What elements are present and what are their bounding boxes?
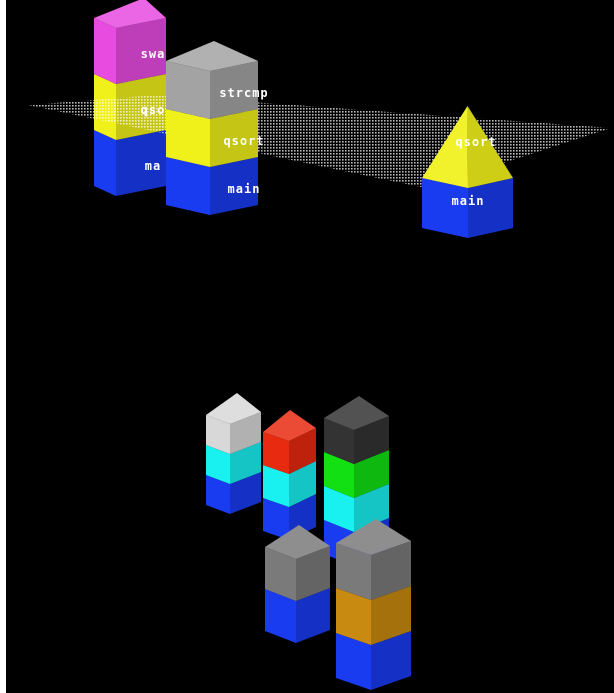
stack-gray-right[interactable] xyxy=(336,519,411,690)
stack-red[interactable] xyxy=(263,410,316,540)
frame-label: strcmp xyxy=(219,86,268,100)
stack-light[interactable] xyxy=(206,393,261,514)
3d-stack-viewport[interactable]: maqsoswamainqsortstrcmpmainqsort xyxy=(6,0,614,693)
frame-label: qsort xyxy=(455,135,496,149)
frame-label: main xyxy=(228,182,261,196)
call-stack-scene[interactable]: maqsoswamainqsortstrcmpmainqsort xyxy=(6,0,614,693)
frame-label: qsort xyxy=(223,134,264,148)
frame-label: ma xyxy=(145,159,161,173)
frame-label: main xyxy=(452,194,485,208)
stack-strcmp[interactable]: main qsort strcmp xyxy=(166,41,269,215)
frame-label: swa xyxy=(141,47,166,61)
stack-gray-left[interactable] xyxy=(265,525,330,643)
